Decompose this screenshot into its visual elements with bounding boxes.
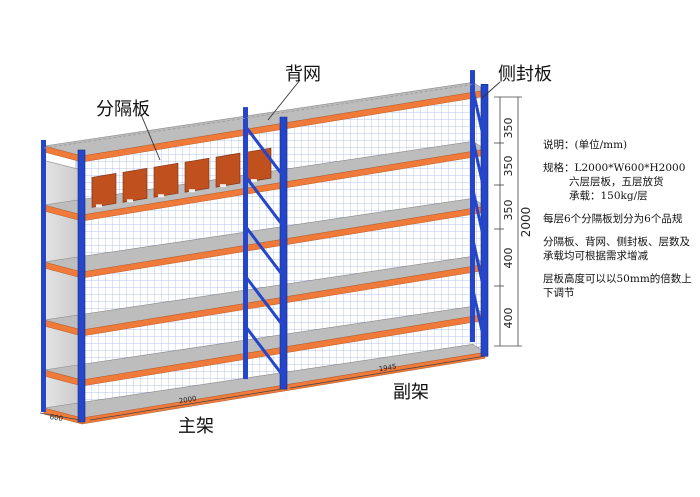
divider-clip-5 xyxy=(220,184,226,188)
upright-front-left xyxy=(77,149,86,423)
divider-plate-1 xyxy=(91,173,117,208)
notes-panel: 说明：(单位/mm) 规格：L2000*W600*H2000 六层层板，五层放货… xyxy=(543,138,693,309)
brace-1-1 xyxy=(471,139,487,195)
divider-plate-4 xyxy=(184,157,210,193)
notes-custom: 分隔板、背网、侧封板、层数及承载均可根据需求增减 xyxy=(543,236,690,262)
notes-spec: 规格：L2000*W600*H2000 六层层板，五层放货 承载：150kg/层 xyxy=(543,161,693,203)
label-back-mesh: 背网 xyxy=(285,64,321,85)
brace-0-4 xyxy=(244,326,286,378)
brace-0-1 xyxy=(244,176,286,228)
divider-plate-3 xyxy=(153,162,179,198)
divider-clip-3 xyxy=(158,194,164,198)
dim-height-4: 400 xyxy=(502,248,515,269)
label-sub-rack: 副架 xyxy=(393,382,429,403)
upright-back-right xyxy=(470,70,475,343)
leader-lines xyxy=(139,79,501,161)
brace-1-3 xyxy=(471,239,487,295)
divider-clip-4 xyxy=(189,189,195,193)
upright-frames xyxy=(41,70,489,423)
notes-load: 承载：150kg/层 xyxy=(569,190,648,202)
brace-0-2 xyxy=(244,226,286,278)
divider-clip-6 xyxy=(251,179,257,183)
label-divider: 分隔板 xyxy=(96,99,150,120)
dim-total-height: 2000 xyxy=(519,207,533,238)
brace-1-0 xyxy=(471,89,487,145)
upright-back-middle xyxy=(243,107,248,380)
dim-height-3: 350 xyxy=(502,200,515,221)
dim-height-2: 350 xyxy=(502,156,515,177)
notes-dividers: 每层6个分隔板划分为6个品规 xyxy=(543,213,683,225)
divider-plates xyxy=(91,147,272,208)
notes-adjust: 层板高度可以以50mm的倍数上下调节 xyxy=(543,273,692,299)
brace-1-4 xyxy=(471,289,487,345)
divider-plate-2 xyxy=(122,167,148,203)
dim-width-main: 2000 xyxy=(178,395,197,406)
dim-height-5: 400 xyxy=(502,308,515,329)
upright-back-left xyxy=(41,140,46,412)
brace-0-3 xyxy=(244,276,286,328)
divider-plate-5 xyxy=(215,152,241,188)
brace-1-2 xyxy=(471,189,487,245)
label-main-rack: 主架 xyxy=(178,416,214,437)
dim-height-1: 350 xyxy=(502,118,515,139)
dim-depth: 600 xyxy=(49,413,64,423)
divider-clip-2 xyxy=(127,199,133,203)
dimension-lines xyxy=(39,83,522,421)
label-side-panel: 侧封板 xyxy=(498,64,552,85)
divider-clip-1 xyxy=(96,204,102,208)
dim-width-sub: 1945 xyxy=(378,363,397,374)
upright-front-middle xyxy=(279,116,288,390)
notes-spec-line2: 六层层板，五层放货 xyxy=(569,176,664,188)
notes-spec-line1: 规格：L2000*W600*H2000 xyxy=(543,162,686,174)
brace-0-0 xyxy=(244,126,286,178)
notes-title: 说明：(单位/mm) xyxy=(543,139,628,151)
